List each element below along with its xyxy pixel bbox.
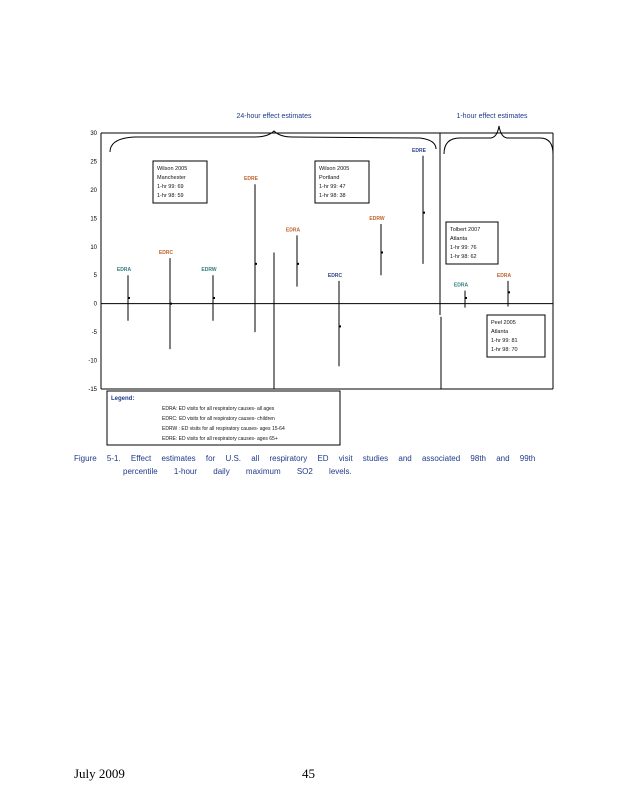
annotation-box [486,314,546,358]
point-estimate [339,325,341,328]
data-label: EDRW [369,216,384,222]
y-tick-label: 20 [90,188,97,194]
y-tick-label: 30 [90,131,97,137]
point-estimate [170,302,172,305]
annotation-box [152,160,208,204]
annotation-text: Atlanta [450,236,468,242]
brace-24-hour [109,130,437,153]
y-tick-label: -5 [92,330,98,336]
annotation-text: 1-hr 98: 62 [450,254,477,260]
annotation-text: 1-hr 98: 38 [319,193,346,199]
point-estimate [381,251,383,254]
legend-entry: EDRA: ED visits for all respiratory caus… [162,406,275,412]
annotation-text: 1-hr 99: 69 [157,184,184,190]
figure-caption-line1: Figure 5-1. Effect estimates for U.S. al… [74,454,536,463]
group-label-1-hour: 1-hour effect estimates [456,113,528,120]
y-tick-label: -10 [88,359,97,365]
annotation-text: Peel 2005 [491,320,516,326]
annotation-text: Wilson 2005 [319,166,349,172]
annotation-text: Atlanta [491,329,509,335]
data-label: EDRC [328,273,343,279]
annotation-text: 1-hr 98: 70 [491,347,518,353]
annotation-text: 1-hr 98: 59 [157,193,184,199]
y-tick-label: 25 [90,159,97,165]
figure-caption-line2: percentile 1-hour daily maximum SO2 leve… [123,467,352,476]
annotation-box [314,160,370,204]
footer-date: July 2009 [74,766,125,781]
data-label: EDRA [117,267,132,273]
point-estimate [423,211,425,214]
y-tick-label: -15 [88,387,97,393]
y-tick-label: 0 [94,302,98,308]
annotation-text: Tolbert 2007 [450,227,480,233]
data-label: EDRA [286,227,301,233]
legend-entry: EDRE: ED visits for all respiratory caus… [162,436,278,442]
y-tick-label: 15 [90,216,97,222]
footer-page-number: 45 [302,766,315,781]
data-label: EDRE [412,148,427,154]
effect-estimates-chart: -15 -10 -5 0 5 10 15 20 25 30 24-hour effect estim… [88,113,554,446]
data-label: EDRC [159,250,174,256]
annotation-text: Wilson 2005 [157,166,187,172]
group-label-24-hour: 24-hour effect estimates [237,113,312,120]
y-tick-label: 5 [94,273,98,279]
data-label: EDRE [244,176,259,182]
point-estimate [255,262,257,265]
point-estimate [213,296,215,299]
data-label: EDRW [201,267,216,273]
annotation-text: 1-hr 99: 47 [319,184,346,190]
legend-box [106,390,341,446]
annotation-text: 1-hr 99: 76 [450,245,477,251]
legend-entry: EDRC: ED visits for all respiratory caus… [162,416,275,422]
legend-title: Legend: [111,396,134,402]
point-estimate [508,291,510,294]
brace-1-hour [443,125,554,155]
annotation-text: Portland [319,175,340,181]
annotation-text: 1-hr 99: 81 [491,338,518,344]
y-tick-label: 10 [90,245,97,251]
point-estimate [297,262,299,265]
point-estimate [465,296,467,299]
data-label: EDRA [454,283,469,289]
annotation-box [445,221,499,265]
data-label: EDRA [497,273,512,279]
legend-entry: EDRW : ED visits for all respiratory cau… [162,426,285,432]
point-estimate [128,296,130,299]
annotation-text: Manchester [157,175,186,181]
